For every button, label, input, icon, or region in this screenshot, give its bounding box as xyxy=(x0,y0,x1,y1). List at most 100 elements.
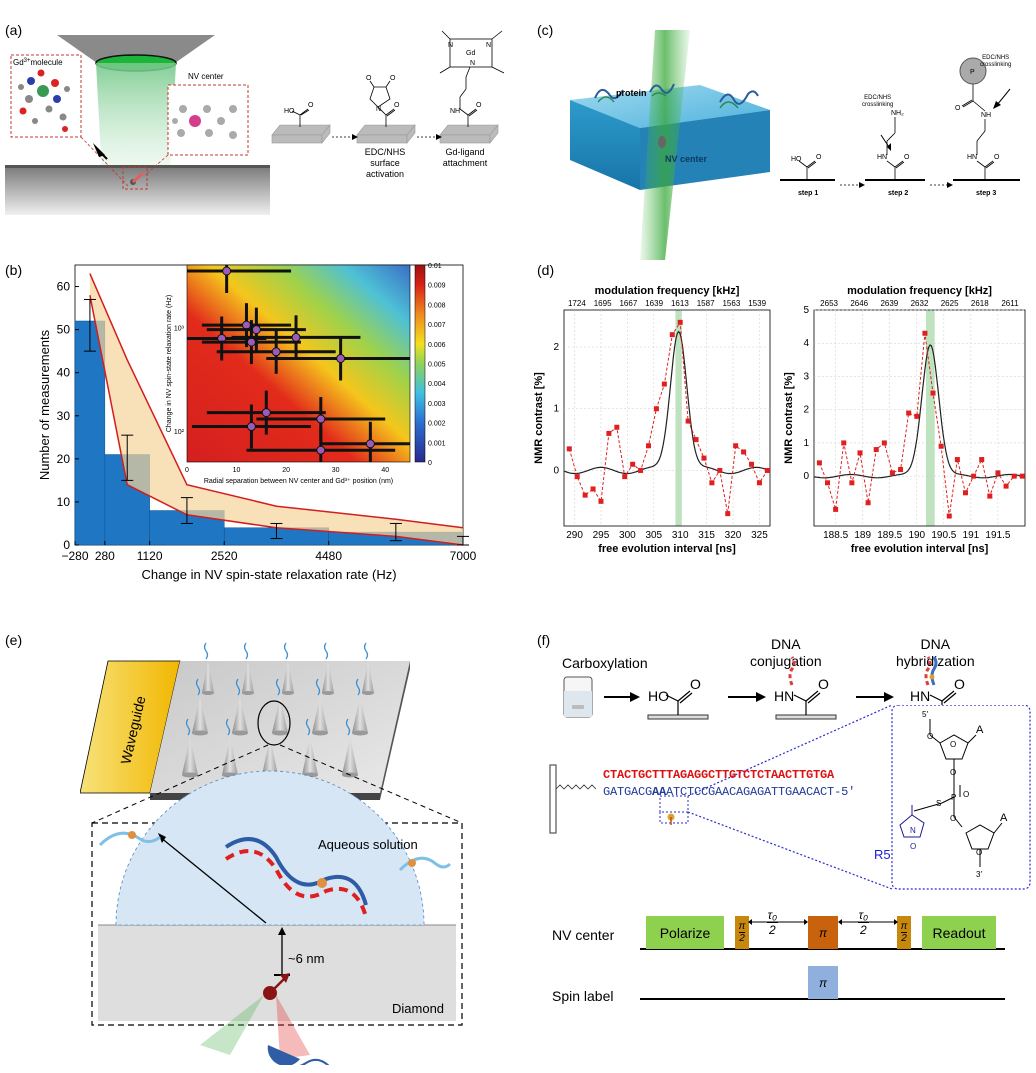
struct-atom-9: N xyxy=(910,826,916,835)
pi-nv-text: π xyxy=(818,925,828,940)
pi-half-1-den: 2 xyxy=(739,932,745,944)
inset-ylabel: Change in NV spin-state relaxation rate … xyxy=(166,295,173,432)
chem-c-atom-2: NH₂ xyxy=(891,110,904,117)
nmr-data-point xyxy=(881,440,887,446)
panel-c-label: (c) xyxy=(537,22,554,38)
nmr-xtick-label: 190 xyxy=(908,530,925,541)
hist-xtick-label: −280 xyxy=(61,549,88,563)
struct-atom-2: A xyxy=(976,724,984,736)
nmr-data-point xyxy=(962,490,968,496)
nmr-data-point xyxy=(709,480,715,486)
chem-a-atom-11: NH xyxy=(450,108,460,115)
hist-xlabel: Change in NV spin-state relaxation rate … xyxy=(141,567,396,582)
tau-2-den: 2 xyxy=(858,922,869,937)
struct-atom-7: O xyxy=(963,790,969,799)
chem-c-atom-4: O xyxy=(904,154,910,161)
hist-xtick-label: 280 xyxy=(95,549,115,563)
panel-f-dna-structure: 5′ O A O O S P O O N O A O 3′ R5 xyxy=(549,705,1031,890)
pi-half-2-den: 2 xyxy=(901,932,907,944)
nmr-data-point xyxy=(849,480,855,486)
cbar-tick-label: 0.01 xyxy=(428,263,442,270)
nmr-data-line xyxy=(818,333,1023,517)
nv-baseline xyxy=(640,948,1005,950)
nmr-xtick-label: 325 xyxy=(751,530,768,541)
hist-xtick-label: 1120 xyxy=(137,549,163,563)
dna-seq-top: CTACTGCTTTAGAGGCTTGTCTCTAACTTGTGA xyxy=(603,768,835,782)
hist-xtick-label: 2520 xyxy=(211,549,238,563)
inset-point xyxy=(246,422,256,432)
nmr-top-tick-label: 2632 xyxy=(911,299,929,308)
chem-f-atom-5: O xyxy=(954,676,965,692)
chem-c-atom-7: NH xyxy=(981,112,991,119)
inset-xtick-label: 30 xyxy=(332,467,340,474)
polarize-text: Polarize xyxy=(659,924,711,941)
pi-half-1-num: π xyxy=(738,921,746,932)
chem-a-atom-10: O xyxy=(476,102,482,109)
aqueous-label: Aqueous solution xyxy=(318,837,418,852)
hist-band-lower xyxy=(89,295,464,546)
nmr-xtick-label: 305 xyxy=(645,530,662,541)
chem-c-atom-0: HO xyxy=(791,156,802,163)
panel-b-label: (b) xyxy=(5,262,23,278)
cbar-tick-label: 0.003 xyxy=(428,401,446,408)
hist-ytick-label: 10 xyxy=(57,495,71,509)
nmr-xtick-label: 315 xyxy=(698,530,715,541)
nmr-data-point xyxy=(574,474,580,480)
inset-xtick-label: 10 xyxy=(233,467,241,474)
nmr-top-title: modulation frequency [kHz] xyxy=(847,285,992,297)
chem-c-atom-5: P xyxy=(970,69,975,76)
nmr-ylabel: NMR contrast [%] xyxy=(533,372,545,464)
nmr-top-tick-label: 1639 xyxy=(645,299,663,308)
nmr-data-point xyxy=(987,493,993,499)
nmr-data-point xyxy=(653,406,659,412)
chem-a-atom-3: N xyxy=(376,106,381,113)
inset-xlabel: Radial separation between NV center and … xyxy=(204,478,393,485)
nmr-data-point xyxy=(873,447,879,453)
nmr-xtick-label: 190.5 xyxy=(931,530,956,541)
struct-atom-13: 3′ xyxy=(976,870,982,879)
readout-pulse: Readout xyxy=(922,916,996,949)
panel-a-chemistry: HO O O N O O N Gd N N O NH xyxy=(271,30,505,144)
nmr-data-point xyxy=(606,430,612,436)
dna-seq-bottom-end: -5′ xyxy=(834,785,856,799)
nmr-top-tick-label: 2618 xyxy=(971,299,989,308)
hist-xtick-label: 7000 xyxy=(450,549,477,563)
nv-lattice-model xyxy=(172,105,237,139)
nmr-data-point xyxy=(922,330,928,336)
struct-atom-6: P xyxy=(951,793,956,802)
struct-atom-12: O xyxy=(976,848,982,857)
inset-heatmap xyxy=(186,264,411,463)
nmr-xtick-label: 320 xyxy=(725,530,742,541)
hist-band-upper xyxy=(89,273,464,529)
struct-atom-1: O xyxy=(927,732,933,741)
diamond-label: Diamond xyxy=(392,1001,444,1016)
nmr-xtick-label: 189 xyxy=(854,530,871,541)
nmr-data-point xyxy=(954,457,960,463)
chem-f-atom-3: O xyxy=(818,676,829,692)
chem-a-atom-7: Gd xyxy=(466,50,475,57)
gd-label: Gd3+molecule xyxy=(13,58,63,67)
hist-ytick-label: 60 xyxy=(57,280,71,294)
nmr-top-tick-label: 1613 xyxy=(671,299,689,308)
nmr-data-point xyxy=(841,440,847,446)
nmr-data-point xyxy=(946,513,952,519)
nv-label-a: NV center xyxy=(188,72,224,81)
nmr-ytick-label: 2 xyxy=(553,342,559,353)
chem-a-atom-9: N xyxy=(470,60,475,67)
nmr-data-point xyxy=(646,443,652,449)
nmr-data-point xyxy=(598,498,604,504)
pi-half-2-num: π xyxy=(900,921,908,932)
nmr-top-tick-label: 1563 xyxy=(722,299,740,308)
nmr-ytick-label: 4 xyxy=(803,338,809,349)
inset-colorbar xyxy=(414,264,426,463)
nmr-top-tick-label: 1587 xyxy=(697,299,715,308)
nmr-data-point xyxy=(898,467,904,473)
panel-a-illustration: Gd3+molecule NV center xyxy=(5,35,270,215)
inset-point xyxy=(336,353,346,363)
nmr-data-point xyxy=(857,450,863,456)
distance-label: ~6 nm xyxy=(288,951,325,966)
inset-point xyxy=(271,347,281,357)
nmr-data-point xyxy=(582,492,588,498)
